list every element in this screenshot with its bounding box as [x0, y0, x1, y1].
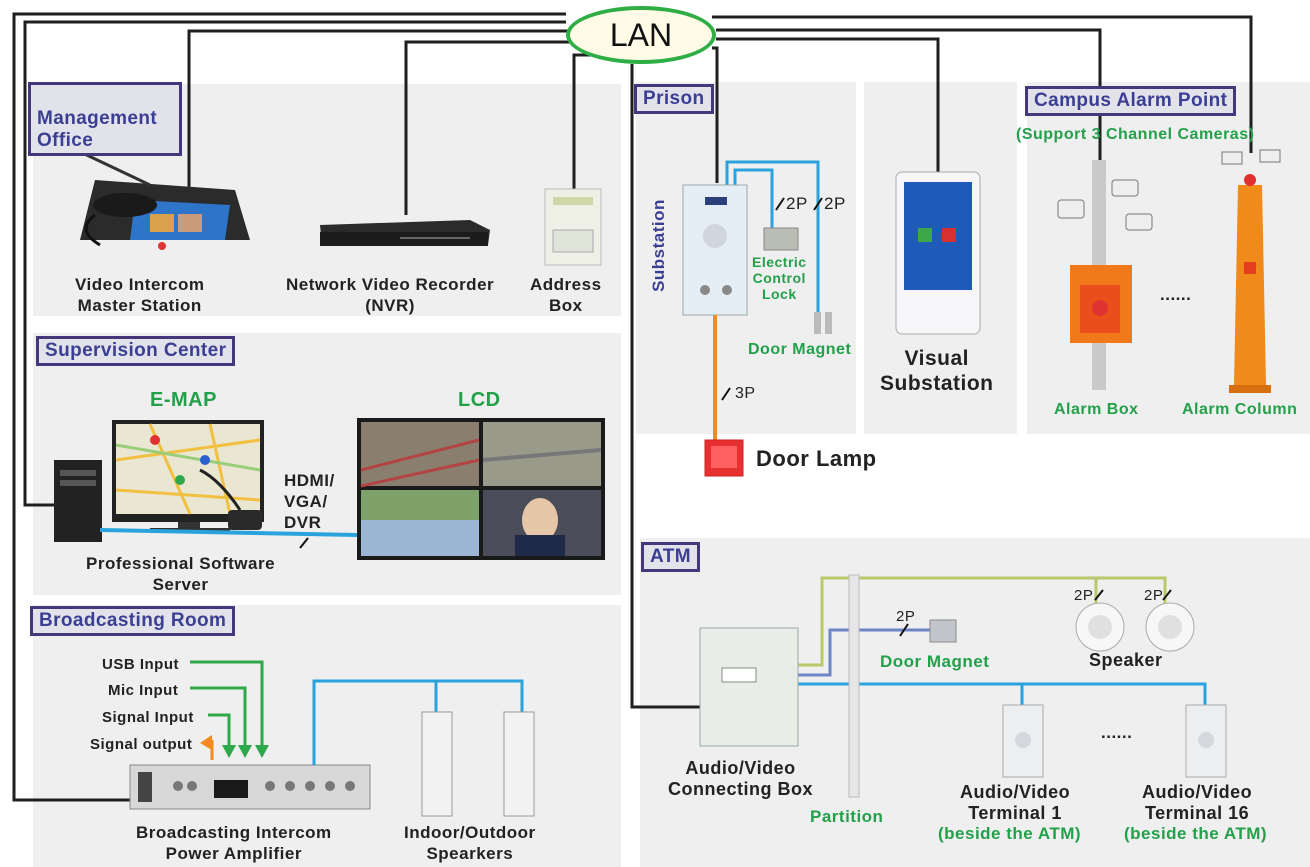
video-blue-wires: [99, 528, 358, 537]
electric-lock-device: [763, 227, 799, 251]
terminal-16-label: Audio/Video Terminal 16: [1142, 782, 1253, 823]
emap-label: E-MAP: [150, 389, 217, 411]
terminal-1-label: Audio/Video Terminal 1: [960, 782, 1071, 823]
wire-2p-a-label: 2P: [786, 194, 808, 213]
emap-monitor: [112, 420, 264, 532]
nvr-label: Network Video Recorder (NVR): [286, 275, 495, 315]
lan-wire-alarm-column: [712, 15, 1253, 153]
lan-wire-atm: [630, 64, 702, 709]
lan-wire-visual: [716, 37, 940, 172]
lan-wire-substation: [712, 46, 719, 183]
microphone-device: [199, 468, 262, 530]
column-speakers: [421, 711, 535, 817]
alarm-box-label: Alarm Box: [1054, 401, 1139, 418]
campus-title: Campus Alarm Point: [1025, 86, 1237, 116]
wire-2p-b-label: 2P: [824, 194, 846, 213]
partition-wall: [848, 574, 860, 798]
signal-input-label: Signal Input: [102, 709, 194, 726]
input-wires: [190, 660, 264, 745]
alarm-column-label: Alarm Column: [1182, 401, 1298, 418]
atm-ellipsis: ......: [1101, 723, 1133, 742]
lan-wire-server: [23, 20, 566, 507]
hdmi-label: HDMI/ VGA/ DVR: [284, 471, 335, 532]
prison-title: Prison: [634, 84, 714, 114]
wire-2p-spk1-label: 2P: [1074, 587, 1094, 604]
amplifier-label: Broadcasting Intercom Power Amplifier: [136, 823, 332, 863]
door-magnet-prison-label: Door Magnet: [748, 341, 852, 358]
terminal-16-note: (beside the ATM): [1124, 824, 1268, 843]
signal-output-label: Signal output: [90, 736, 193, 753]
master-station-device: [71, 146, 250, 250]
lan-wire-amplifier: [12, 12, 566, 802]
prison-blue-wires: [725, 160, 820, 312]
terminal-1-note: (beside the ATM): [938, 824, 1082, 843]
lan-wire-address: [572, 53, 608, 190]
server-tower: [54, 460, 102, 542]
electric-lock-label: Electric Control Lock: [752, 254, 807, 302]
substation-device: [682, 184, 748, 316]
speakers-label: Indoor/Outdoor Spearkers: [404, 823, 536, 863]
lan-wires: [12, 12, 1253, 802]
alarm-column-pole: [1221, 149, 1281, 393]
atm-title: ATM: [641, 542, 700, 572]
server-label: Professional Software Server: [86, 554, 276, 594]
speaker-wires: [312, 679, 524, 765]
wire-2p-spk2-label: 2P: [1144, 587, 1164, 604]
campus-subtitle: (Support 3 Channel Cameras): [1016, 126, 1255, 143]
management-office-title: Management Office: [28, 82, 182, 156]
partition-label: Partition: [810, 807, 884, 826]
lan-hub: LAN: [566, 6, 716, 64]
ceiling-speakers: [1075, 602, 1195, 652]
usb-input-label: USB Input: [102, 656, 179, 673]
alarm-box-pole: [1057, 160, 1153, 390]
wire-2p-magnet-label: 2P: [896, 608, 916, 625]
door-lamp-label: Door Lamp: [756, 446, 877, 471]
atm-olive-wires: [798, 576, 1167, 667]
atm-door-magnet-wire: [798, 628, 930, 677]
atm-blue-wires: [798, 682, 1207, 705]
atm-door-magnet-label: Door Magnet: [880, 652, 990, 671]
wire-3p-label: 3P: [735, 385, 756, 402]
connecting-box-device: [699, 627, 799, 747]
lan-wire-alarm-box: [716, 28, 1102, 160]
lan-wire-nvr: [404, 40, 592, 215]
supervision-center-title: Supervision Center: [36, 336, 236, 366]
lan-wire-master: [187, 29, 575, 210]
atm-door-magnet: [929, 619, 957, 643]
mic-input-label: Mic Input: [108, 682, 179, 699]
campus-ellipsis: ......: [1160, 285, 1192, 304]
amplifier-device: [129, 764, 371, 810]
management-office-title-text: Management Office: [37, 108, 158, 151]
door-lamp-device: [704, 439, 744, 477]
connecting-box-label: Audio/Video Connecting Box: [668, 758, 813, 799]
substation-label: Substation: [648, 199, 668, 292]
door-magnet-prison: [814, 312, 832, 334]
visual-substation-label: Visual Substation: [880, 347, 994, 395]
nvr-device: [320, 220, 490, 246]
lcd-label: LCD: [458, 389, 501, 411]
address-box-label: Address Box: [530, 275, 602, 315]
master-station-label: Video Intercom Master Station: [75, 275, 205, 315]
speaker-label: Speaker: [1089, 650, 1163, 670]
broadcasting-room-title: Broadcasting Room: [30, 606, 236, 636]
atm-terminals: [1002, 704, 1227, 778]
address-box-device: [544, 188, 602, 266]
lcd-wall: [357, 418, 605, 560]
visual-substation-device: [895, 171, 981, 335]
